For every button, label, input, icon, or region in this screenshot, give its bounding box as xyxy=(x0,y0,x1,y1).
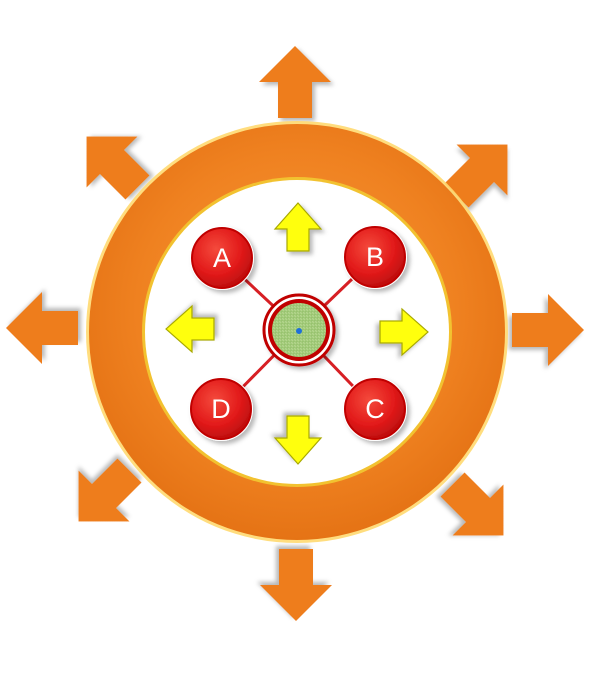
outer-arrow-right-icon xyxy=(512,294,584,366)
node-label-b: B xyxy=(366,242,384,272)
node-a: A xyxy=(190,226,254,290)
center-hub xyxy=(262,293,336,367)
node-b: B xyxy=(343,225,407,289)
center-dot xyxy=(296,328,302,334)
node-label-a: A xyxy=(213,243,231,273)
node-c: C xyxy=(343,377,407,441)
node-label-c: C xyxy=(365,394,385,424)
node-label-d: D xyxy=(211,394,231,424)
outer-arrow-left-icon xyxy=(6,292,78,364)
outer-arrow-up-icon xyxy=(259,46,331,118)
outer-arrow-down-icon xyxy=(260,549,332,621)
node-d: D xyxy=(189,377,253,441)
